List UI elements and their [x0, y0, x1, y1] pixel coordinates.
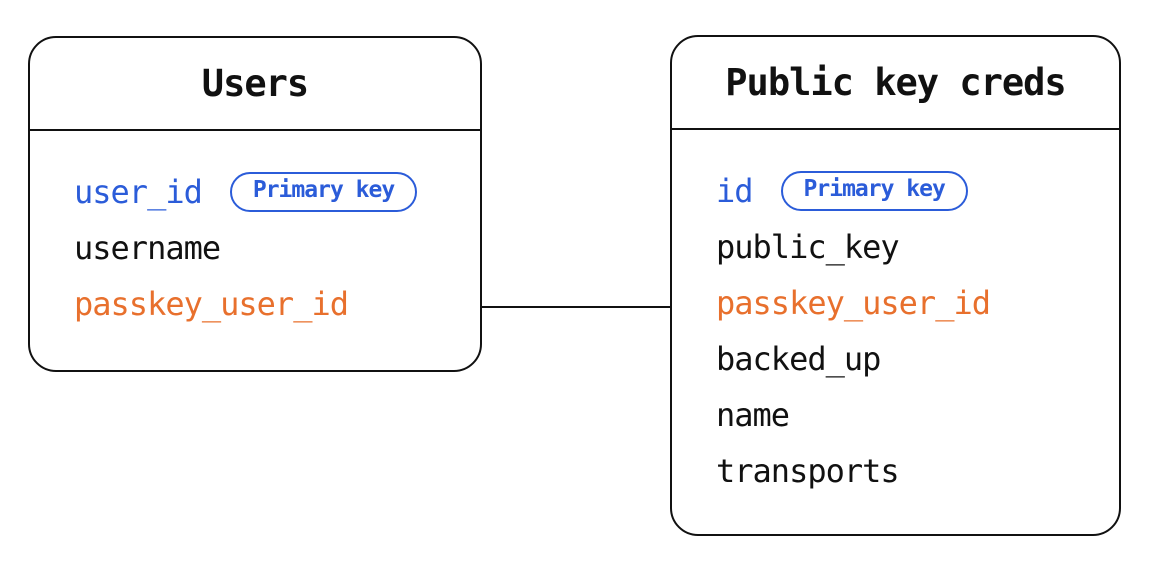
primary-key-badge: Primary key [780, 171, 968, 211]
field-name: username [74, 229, 221, 267]
field-name: user_id [74, 173, 203, 211]
table-title: Public key creds [725, 61, 1066, 104]
field-name: passkey_user_id [716, 284, 991, 322]
field-backed-up: backed_up [716, 331, 1099, 387]
field-username: username [74, 220, 460, 276]
table-public-key-creds-header: Public key creds [672, 37, 1119, 130]
table-public-key-creds-fields: id Primary key public_key passkey_user_i… [672, 130, 1119, 499]
primary-key-badge: Primary key [229, 172, 418, 212]
table-users-fields: user_id Primary key username passkey_use… [30, 131, 480, 332]
field-passkey-user-id: passkey_user_id [74, 276, 460, 332]
field-name-field: name [716, 387, 1099, 443]
field-public-key: public_key [716, 219, 1099, 275]
field-user-id: user_id Primary key [74, 164, 460, 220]
field-name: transports [716, 452, 900, 490]
table-users: Users user_id Primary key username passk… [28, 36, 482, 372]
field-name: id [716, 172, 754, 210]
relationship-line [482, 306, 670, 308]
field-name: name [716, 396, 790, 434]
field-passkey-user-id: passkey_user_id [716, 275, 1099, 331]
table-public-key-creds: Public key creds id Primary key public_k… [670, 35, 1121, 536]
field-id: id Primary key [716, 163, 1099, 219]
field-transports: transports [716, 443, 1099, 499]
field-name: backed_up [716, 340, 881, 378]
table-title: Users [201, 62, 309, 105]
field-name: public_key [716, 228, 900, 266]
table-users-header: Users [30, 38, 480, 131]
field-name: passkey_user_id [74, 285, 349, 323]
